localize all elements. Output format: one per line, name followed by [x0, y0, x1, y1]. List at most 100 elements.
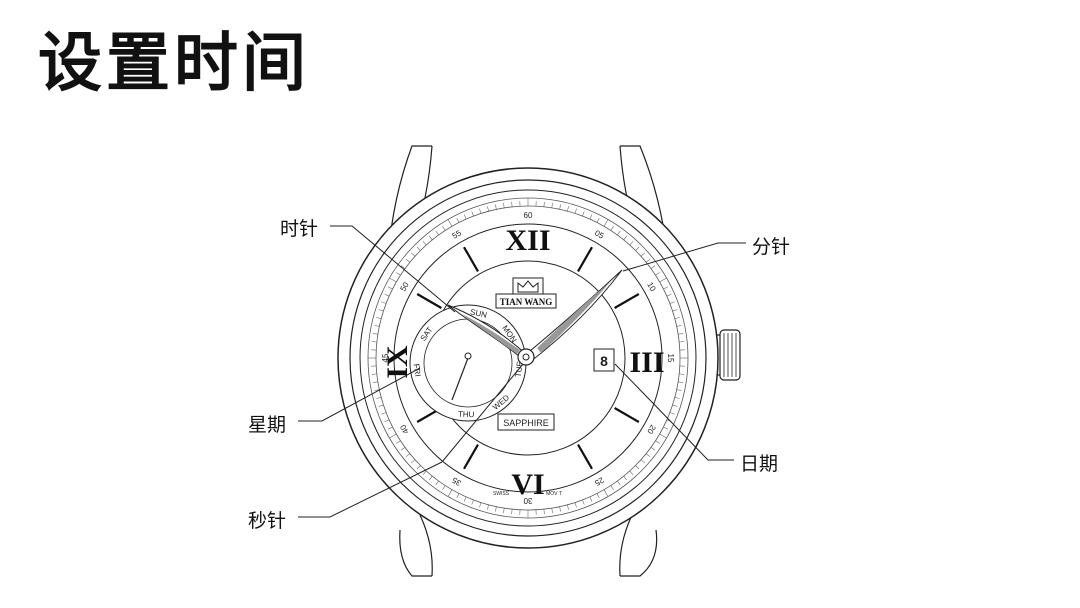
leader-minute-hand — [622, 242, 746, 272]
minute-tick — [376, 397, 382, 399]
minute-tick — [674, 317, 680, 319]
minute-tick — [487, 504, 489, 510]
minute-tick — [456, 217, 460, 223]
label-date: 日期 — [740, 453, 779, 475]
minute-tick — [372, 381, 378, 383]
minute-tick — [422, 241, 427, 246]
center-pivot-inner — [522, 353, 530, 361]
minute-tick — [663, 286, 669, 290]
minute-tick — [416, 246, 421, 251]
minute-tick — [645, 258, 651, 263]
minute-tick — [381, 301, 387, 304]
minute-tick — [479, 208, 482, 214]
bezel-inner — [359, 189, 697, 527]
minute-tick — [411, 459, 416, 464]
numeral-9: IX — [381, 345, 414, 379]
minute-tick — [381, 412, 387, 415]
minute-tick — [582, 211, 585, 217]
hour-markers — [416, 246, 640, 470]
minute-tick — [645, 453, 651, 458]
second-hand — [441, 357, 529, 463]
minute-tick — [610, 226, 614, 231]
leader-hour-hand — [330, 225, 456, 313]
minute-tick — [640, 252, 645, 257]
minute-tick — [659, 433, 667, 439]
hour-marker — [614, 407, 640, 423]
minute-tick — [655, 272, 660, 276]
minute-tick — [371, 341, 377, 343]
minute-tick — [640, 459, 645, 464]
minute-number: 30 — [523, 496, 532, 505]
sapphire-text: SAPPHIRE — [503, 418, 549, 428]
brand-name: TIAN WANG — [500, 297, 553, 307]
minute-tick — [676, 325, 682, 327]
minute-tick — [374, 389, 380, 391]
minute-tick — [603, 219, 609, 227]
hour-marker — [463, 246, 479, 272]
minute-tick — [678, 333, 684, 335]
leader-weekday — [298, 367, 421, 422]
bezel-outer — [349, 179, 707, 537]
minute-tick — [551, 202, 553, 208]
weekday-hand — [451, 357, 469, 401]
weekday-label: THU — [458, 410, 475, 420]
minute-tick — [435, 230, 439, 236]
date-window — [593, 348, 615, 372]
minute-tick — [411, 252, 416, 257]
minute-tick — [389, 277, 397, 283]
minute-tick — [666, 293, 672, 297]
minute-tick — [623, 475, 628, 481]
minute-tick — [650, 265, 656, 269]
minute-tick — [635, 465, 640, 470]
minute-tick — [574, 502, 577, 508]
minute-tick — [405, 258, 411, 263]
hour-marker — [416, 293, 442, 309]
brand-logo — [495, 277, 557, 309]
mov-text: MOV T — [546, 491, 562, 497]
minute-tick — [679, 341, 685, 343]
minute-tick — [487, 206, 489, 212]
minute-tick — [371, 373, 377, 375]
hour-marker — [614, 293, 640, 309]
swiss-text: SWISS — [493, 491, 510, 497]
minute-tick — [596, 493, 600, 499]
minute-tick — [503, 508, 505, 514]
hour-hand-lume — [462, 314, 520, 354]
minute-tick — [672, 309, 678, 312]
minute-tick — [384, 293, 390, 297]
minute-tick — [372, 333, 378, 335]
sapphire-plate — [497, 413, 555, 431]
minute-tick — [428, 235, 433, 241]
minute-ticks — [368, 198, 688, 518]
minute-tick — [471, 499, 474, 505]
minute-tick — [676, 389, 682, 391]
minute-tick — [428, 475, 433, 481]
label-second-hand: 秒针 — [248, 510, 287, 532]
minute-tick — [617, 230, 621, 236]
minute-tick — [378, 404, 384, 407]
minute-tick — [400, 447, 406, 451]
minute-tick — [416, 465, 421, 470]
minute-tick — [589, 496, 593, 502]
minute-tick — [387, 426, 393, 430]
minute-tick — [396, 440, 401, 444]
minute-tick — [672, 404, 678, 407]
minute-tick — [422, 470, 427, 475]
minute-number: 60 — [524, 211, 533, 220]
minute-tick — [543, 201, 545, 207]
leader-lines — [298, 225, 746, 518]
minute-tick — [495, 506, 497, 512]
minute-tick — [463, 214, 467, 220]
weekday-hand-pivot — [464, 352, 472, 360]
minute-tick — [574, 208, 577, 214]
minute-tick — [635, 246, 640, 251]
minute-tick — [629, 470, 634, 475]
label-minute-hand: 分针 — [752, 236, 791, 258]
minute-tick — [567, 206, 569, 212]
minute-tick — [376, 317, 382, 319]
minute-number: 45 — [381, 353, 390, 362]
date-value: 8 — [600, 353, 608, 369]
minute-tick — [659, 277, 667, 283]
minute-tick — [678, 381, 684, 383]
page-title: 设置时间 — [38, 27, 310, 101]
